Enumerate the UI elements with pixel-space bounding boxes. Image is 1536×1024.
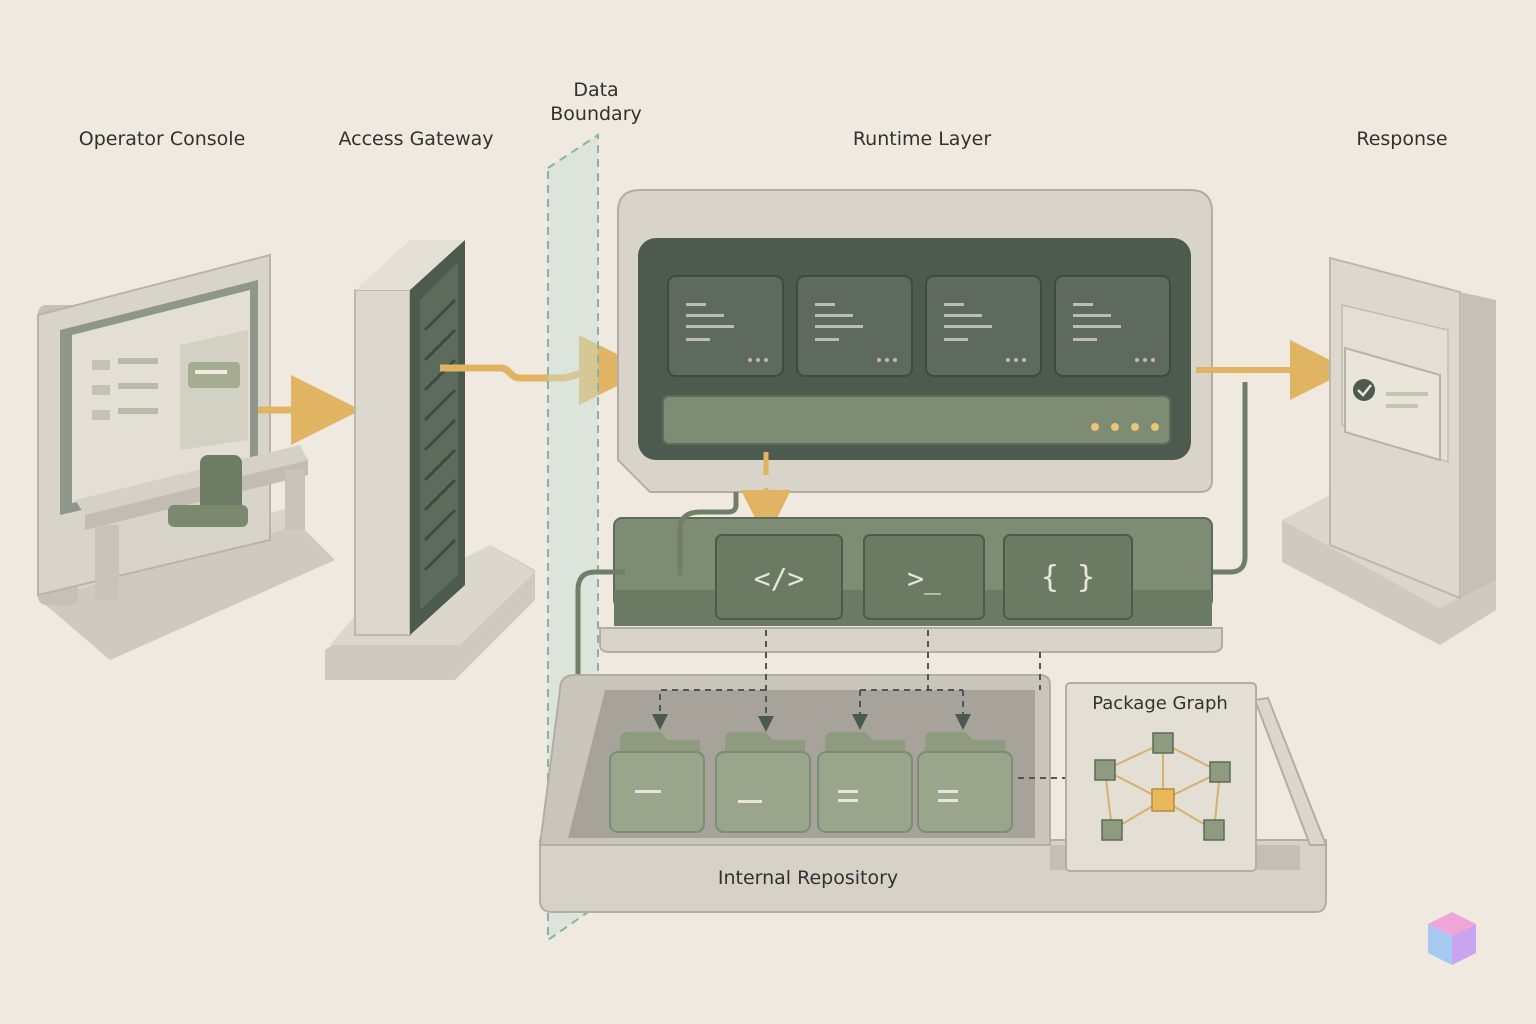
runtime-status-bar xyxy=(662,395,1171,445)
access-gateway xyxy=(325,240,535,680)
braces-icon: { } xyxy=(1040,560,1096,595)
checkmark-icon xyxy=(1353,379,1375,401)
pipe-tools-to-response xyxy=(1190,382,1248,575)
response-panel xyxy=(1282,256,1496,645)
label-runtime-layer: Runtime Layer xyxy=(852,128,992,150)
package-graph xyxy=(1065,682,1257,872)
graph-node xyxy=(1101,819,1123,841)
logo-cube-icon xyxy=(1428,912,1476,965)
chair-icon xyxy=(200,455,242,520)
code-icon: </> xyxy=(753,562,805,595)
label-response: Response xyxy=(1356,128,1448,150)
label-access-gateway: Access Gateway xyxy=(338,128,494,150)
arrow-gateway-to-runtime xyxy=(440,335,649,405)
graph-node xyxy=(1209,761,1231,783)
label-package-graph: Package Graph xyxy=(1092,693,1228,714)
graph-node-highlight xyxy=(1151,788,1175,812)
runtime-worker-cards xyxy=(667,275,1171,377)
label-data-boundary-line2: Boundary xyxy=(550,103,642,125)
operator-console xyxy=(37,253,335,660)
repository-folders xyxy=(609,732,1013,833)
tool-tier xyxy=(599,517,1223,653)
code-tool xyxy=(715,534,843,620)
folder-icon xyxy=(715,751,811,833)
label-operator-console: Operator Console xyxy=(78,128,246,150)
status-indicator xyxy=(1091,423,1099,431)
terminal-icon: >_ xyxy=(907,562,941,595)
folder-icon xyxy=(817,751,913,833)
graph-node xyxy=(1094,759,1116,781)
runtime-layer xyxy=(617,189,1213,493)
label-data-boundary-line1: Data xyxy=(573,79,619,101)
pipe-tools-to-repository xyxy=(558,569,625,738)
chat-bubble-icon xyxy=(188,362,240,388)
label-internal-repository: Internal Repository xyxy=(717,867,899,889)
braces-tool xyxy=(1003,534,1133,620)
terminal-tool xyxy=(863,534,985,620)
graph-node xyxy=(1203,819,1225,841)
folder-icon xyxy=(917,751,1013,833)
graph-node xyxy=(1152,732,1174,754)
